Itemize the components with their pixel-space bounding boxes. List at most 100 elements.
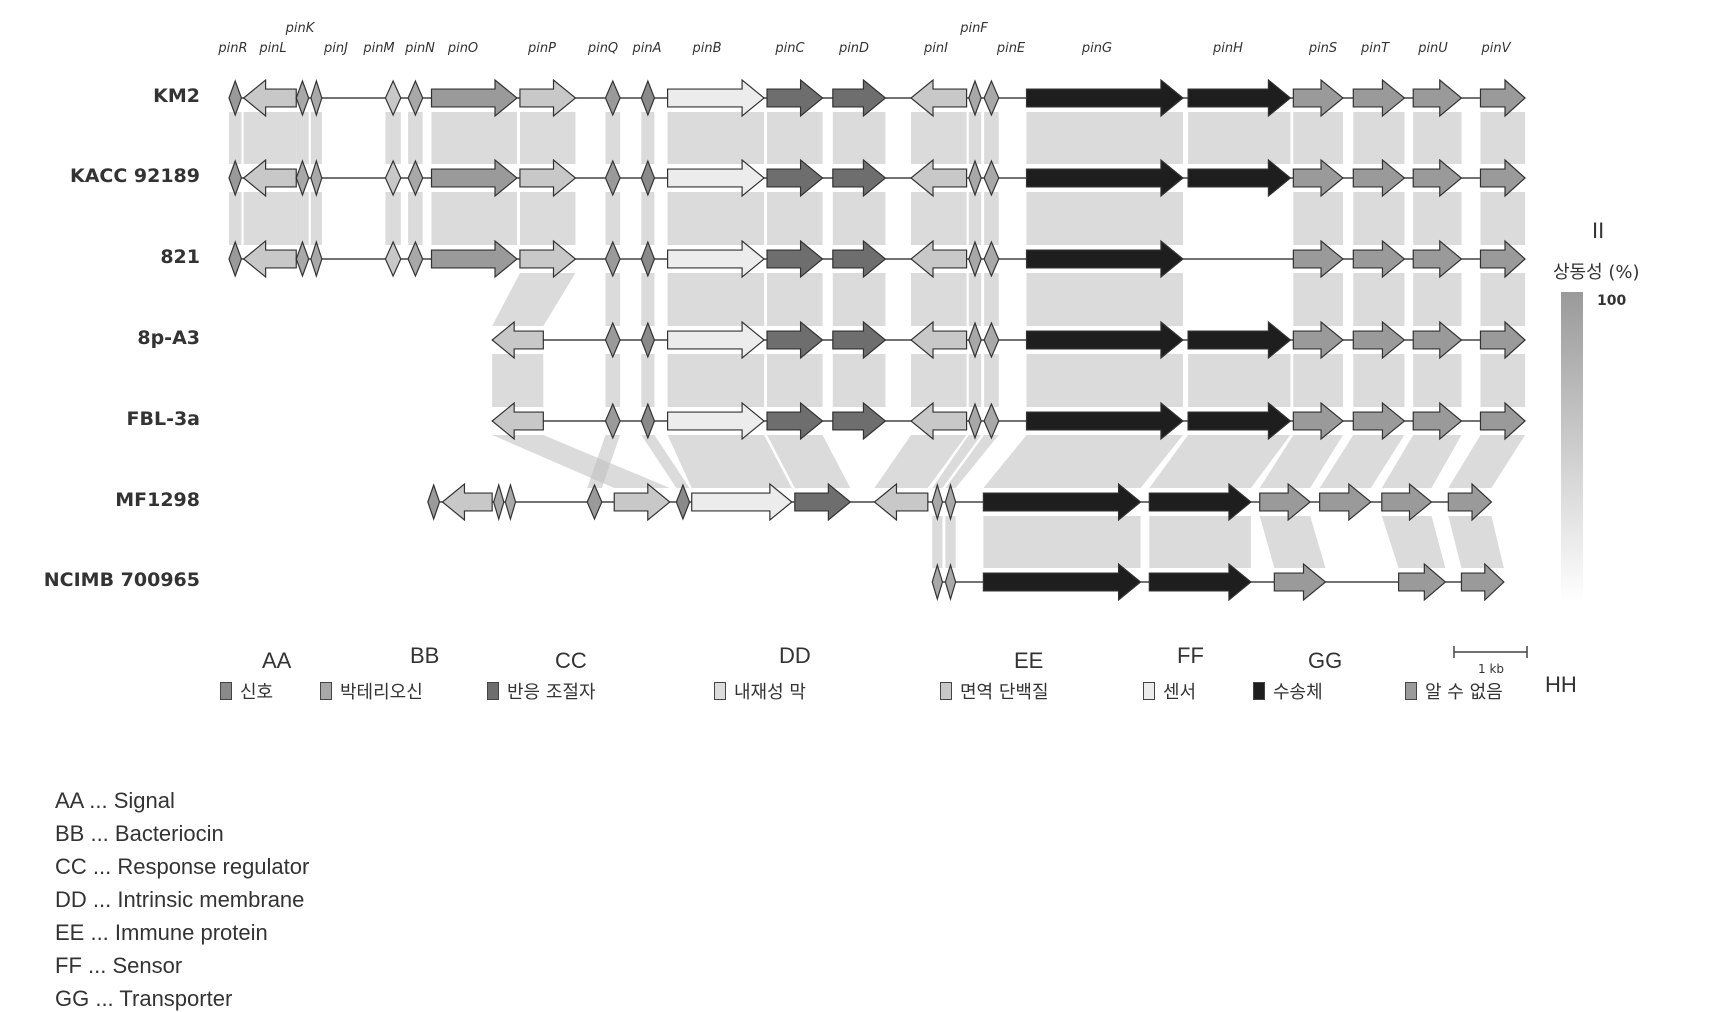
- gene-pinR: [428, 485, 440, 519]
- homology-band-pinF: [969, 192, 981, 245]
- legend-item-transporter: 수송체: [1253, 678, 1323, 704]
- gene-pinP: [520, 80, 576, 116]
- gene-pinA: [641, 242, 654, 276]
- gene-pinV: [1461, 564, 1503, 600]
- gene-pinE: [945, 565, 955, 599]
- gene-pinV: [1480, 241, 1525, 277]
- gene-pinI: [911, 160, 967, 196]
- gene-pinD: [833, 403, 886, 439]
- gene-pinU: [1399, 564, 1446, 600]
- gene-label-pinM: pinM: [362, 41, 394, 56]
- gene-pinO: [431, 160, 517, 196]
- gene-label-pinO: pinO: [447, 41, 478, 56]
- gene-pinO: [431, 241, 517, 277]
- legend-code: GG: [1308, 648, 1342, 674]
- homology-band-pinA: [641, 354, 654, 407]
- gene-pinH: [1188, 403, 1290, 439]
- homology-band-pinM: [385, 192, 400, 245]
- gene-pinS: [1293, 322, 1343, 358]
- gene-pinJ: [311, 242, 322, 276]
- gene-pinB: [668, 403, 764, 439]
- homology-band-pinA: [641, 273, 654, 326]
- homology-band-pinK: [296, 112, 308, 164]
- gene-pinU: [1413, 80, 1461, 116]
- homology-band-pinS: [1260, 516, 1326, 568]
- gene-pinC: [767, 322, 823, 358]
- gene-pinG: [1027, 80, 1183, 116]
- gene-pinC: [767, 80, 823, 116]
- homology-band-pinD: [833, 354, 886, 407]
- gene-label-pinE: pinE: [996, 41, 1026, 56]
- gene-pinT: [1353, 241, 1404, 277]
- gene-pinS: [1293, 403, 1343, 439]
- homology-band-pinS: [1293, 354, 1343, 407]
- gene-pinI: [911, 403, 967, 439]
- gene-label-pinD: pinD: [838, 41, 869, 56]
- homology-band-pinP: [520, 192, 576, 245]
- gene-pinP: [520, 241, 576, 277]
- strain-row: [229, 241, 1525, 277]
- homology-band-pinD: [833, 112, 886, 164]
- gene-label-pinI: pinI: [923, 41, 948, 56]
- gene-pinV: [1480, 80, 1525, 116]
- gene-pinE: [984, 81, 999, 115]
- gene-pinE: [984, 323, 999, 357]
- gene-pinB: [692, 484, 792, 520]
- gene-pinE: [984, 161, 999, 195]
- gene-pinT: [1320, 484, 1371, 520]
- legend-code: HH: [1545, 672, 1577, 698]
- homology-band-pinD: [833, 192, 886, 245]
- legend-swatch: [220, 682, 232, 700]
- gene-pinQ: [605, 404, 620, 438]
- gene-label-pinA: pinA: [632, 41, 662, 56]
- gene-pinV: [1480, 322, 1525, 358]
- gene-pinT: [1353, 80, 1404, 116]
- homology-band-pinO: [431, 112, 517, 164]
- definition-line: BB ... Bacteriocin: [55, 821, 224, 847]
- homology-band-pinM: [385, 112, 400, 164]
- legend-item-sensor: 센서: [1143, 678, 1196, 704]
- homology-band-pinI: [911, 273, 967, 326]
- gene-pinD: [833, 160, 886, 196]
- gene-pinU: [1413, 160, 1461, 196]
- homology-band-pinU: [1413, 192, 1461, 245]
- homology-band-pinN: [408, 112, 423, 164]
- gene-pinN: [408, 81, 423, 115]
- homology-band-pinG: [1027, 273, 1183, 326]
- strain-label: FBL-3a: [0, 408, 200, 430]
- gene-label-pinL: pinL: [258, 41, 286, 56]
- legend-item-immune: 면역 단백질: [940, 678, 1049, 704]
- homology-band-pinU: [1413, 354, 1461, 407]
- gene-pinQ: [605, 81, 620, 115]
- homology-band-pinE: [984, 273, 999, 326]
- homology-band-pinA: [641, 112, 654, 164]
- strain-label: 8p-A3: [0, 327, 200, 349]
- strain-row: [932, 564, 1504, 600]
- gene-pinH: [1188, 80, 1290, 116]
- homology-band-pinP: [492, 435, 670, 488]
- homology-band-pinC: [767, 112, 823, 164]
- homology-band-pinS: [1293, 192, 1343, 245]
- gene-pinP: [492, 403, 543, 439]
- gene-pinQ: [605, 242, 620, 276]
- homology-band-pinG: [1027, 192, 1183, 245]
- identity-title: 상동성 (%): [1553, 258, 1640, 284]
- gene-pinF: [932, 565, 942, 599]
- gene-pinG: [1027, 160, 1183, 196]
- scale-bar: [1454, 646, 1527, 658]
- homology-band-pinC: [767, 354, 823, 407]
- legend-swatch: [1143, 682, 1155, 700]
- homology-band-pinH: [1188, 112, 1290, 164]
- homology-band-pinE: [984, 112, 999, 164]
- gene-pinN: [408, 161, 423, 195]
- gene-pinJ: [311, 161, 322, 195]
- gene-pinT: [1353, 322, 1404, 358]
- homology-band-pinS: [1293, 273, 1343, 326]
- homology-band-pinG: [1027, 112, 1183, 164]
- gene-pinB: [668, 322, 764, 358]
- homology-band-pinG: [983, 435, 1183, 488]
- legend-label: 센서: [1163, 682, 1196, 703]
- gene-pinE: [984, 404, 999, 438]
- gene-pinH: [1188, 322, 1290, 358]
